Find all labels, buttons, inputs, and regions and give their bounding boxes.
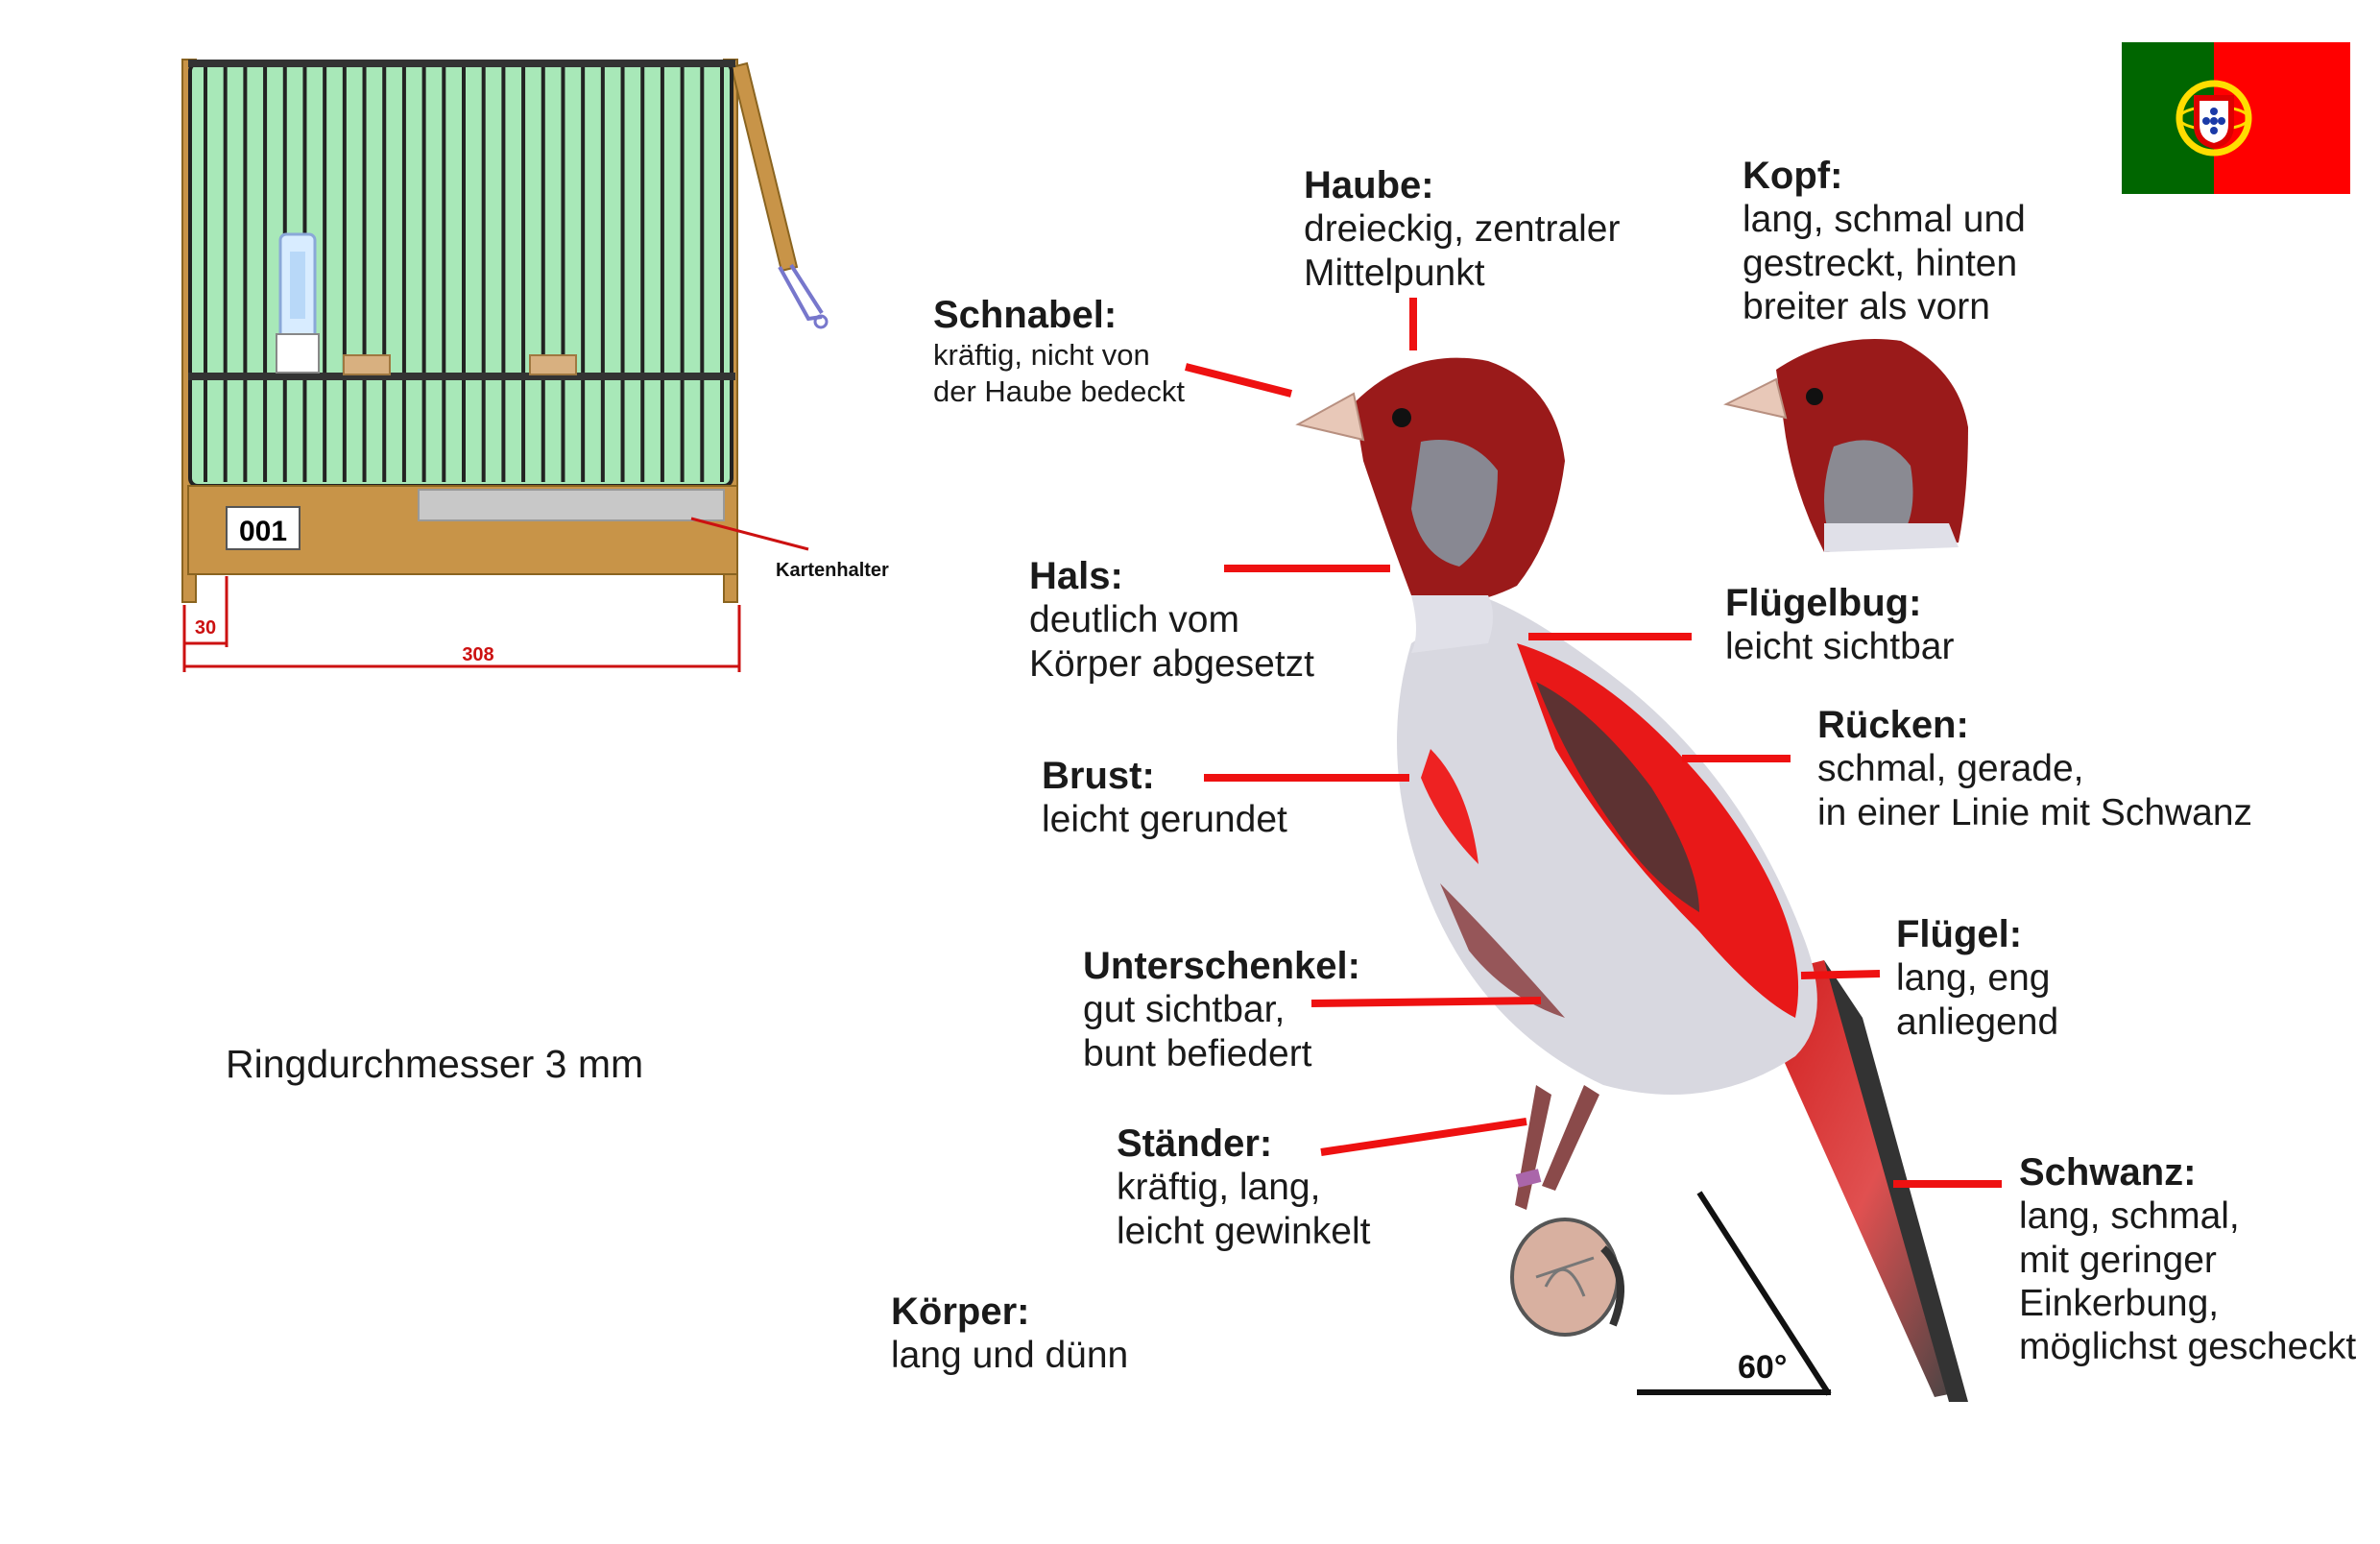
card-holder-pointer [690, 517, 809, 551]
cage-door [730, 61, 799, 273]
haube-desc-2: Mittelpunkt [1304, 252, 1485, 294]
bird-beak [1295, 392, 1365, 442]
staender-title: Ständer: [1117, 1122, 1273, 1165]
ruecken-title: Rücken: [1817, 704, 1969, 746]
schnabel-desc-2: der Haube bedeckt [933, 374, 1185, 408]
label-hals: Hals: deutlich vom Körper abgesetzt [1029, 554, 1314, 686]
head-profile-illustration [1723, 339, 1968, 552]
card-holder [418, 489, 725, 521]
hals-desc-1: deutlich vom [1029, 599, 1239, 641]
label-staender: Ständer: kräftig, lang, leicht gewinkelt [1117, 1122, 1370, 1253]
ruecken-desc-2: in einer Linie mit Schwanz [1817, 791, 2253, 833]
label-fluegel: Flügel: lang, eng anliegend [1896, 912, 2058, 1044]
label-fluegelbug: Flügelbug: leicht sichtbar [1725, 581, 1954, 669]
dimension-side: 30 [195, 617, 216, 639]
hals-desc-2: Körper abgesetzt [1029, 642, 1315, 685]
label-kopf: Kopf: lang, schmal und gestreckt, hinten… [1743, 154, 2026, 328]
bird-tail [1747, 960, 1959, 1397]
bird-eye [1392, 408, 1411, 427]
schnabel-title: Schnabel: [933, 294, 1118, 336]
label-ruecken: Rücken: schmal, gerade, in einer Linie m… [1817, 703, 2252, 834]
perch-right [529, 354, 577, 375]
portugal-flag [2122, 42, 2350, 194]
schnabel-desc-1: kräftig, nicht von [933, 338, 1150, 373]
staender-desc-1: kräftig, lang, [1117, 1167, 1321, 1209]
haube-desc-1: dreieckig, zentraler [1304, 208, 1621, 251]
perch-left [343, 354, 391, 375]
label-unterschenkel: Unterschenkel: gut sichtbar, bunt befied… [1083, 944, 1360, 1075]
fluegel-desc-1: lang, eng [1896, 957, 2051, 1000]
hals-title: Hals: [1029, 555, 1123, 597]
angle-indicator [1637, 1191, 1832, 1396]
schwanz-title: Schwanz: [2019, 1151, 2197, 1194]
schwanz-desc-1: lang, schmal, [2019, 1195, 2240, 1238]
unterschenkel-desc-1: gut sichtbar, [1083, 989, 1286, 1031]
schwanz-desc-3: Einkerbung, [2019, 1282, 2220, 1324]
pointer-fluegel [1800, 970, 1881, 979]
show-cage-drawing: 001 Kartenhalter 30 308 [181, 59, 889, 672]
fluegel-desc-2: anliegend [1896, 1001, 2059, 1043]
label-koerper: Körper: lang und dünn [891, 1290, 1128, 1378]
cage-bars [204, 67, 724, 482]
label-schwanz: Schwanz: lang, schmal, mit geringer Eink… [2019, 1150, 2356, 1368]
brust-title: Brust: [1042, 755, 1155, 797]
haube-title: Haube: [1304, 164, 1434, 206]
angle-label: 60° [1738, 1349, 1787, 1386]
label-brust: Brust: leicht gerundet [1042, 754, 1287, 842]
label-schnabel: Schnabel: kräftig, nicht von der Haube b… [933, 293, 1185, 409]
schwanz-desc-2: mit geringer [2019, 1239, 2217, 1281]
kopf-desc-2: gestreckt, hinten [1743, 242, 2018, 284]
dimension-lines [182, 576, 741, 672]
label-haube: Haube: dreieckig, zentraler Mittelpunkt [1304, 163, 1620, 295]
koerper-desc-1: lang und dünn [891, 1335, 1129, 1377]
koerper-title: Körper: [891, 1291, 1030, 1333]
pointer-staender [1320, 1118, 1527, 1156]
kopf-desc-3: breiter als vorn [1743, 285, 1990, 327]
card-holder-label: Kartenhalter [776, 560, 889, 581]
cage-middle-rail [188, 373, 735, 380]
pointer-schnabel [1185, 363, 1292, 398]
dimension-width: 308 [462, 644, 493, 665]
unterschenkel-title: Unterschenkel: [1083, 945, 1360, 987]
water-cup [276, 333, 320, 374]
unterschenkel-desc-2: bunt befiedert [1083, 1032, 1312, 1074]
fluegel-title: Flügel: [1896, 913, 2023, 955]
fluegelbug-title: Flügelbug: [1725, 582, 1922, 624]
canary-bird-illustration [1295, 357, 1968, 1402]
staender-desc-2: leicht gewinkelt [1117, 1210, 1371, 1252]
ring-diameter-note: Ringdurchmesser 3 mm [226, 1042, 644, 1086]
leg-ring [1515, 1169, 1542, 1188]
ruecken-desc-1: schmal, gerade, [1817, 748, 2084, 790]
number-tag: 001 [239, 516, 287, 547]
schwanz-desc-4: möglichst gescheckt [2019, 1326, 2357, 1368]
kopf-title: Kopf: [1743, 155, 1843, 197]
fluegelbug-desc-1: leicht sichtbar [1725, 626, 1955, 668]
brust-desc-1: leicht gerundet [1042, 799, 1287, 841]
pointer-unterschenkel [1310, 997, 1542, 1007]
number-tag-box [226, 506, 301, 550]
kopf-desc-1: lang, schmal und [1743, 199, 2026, 241]
